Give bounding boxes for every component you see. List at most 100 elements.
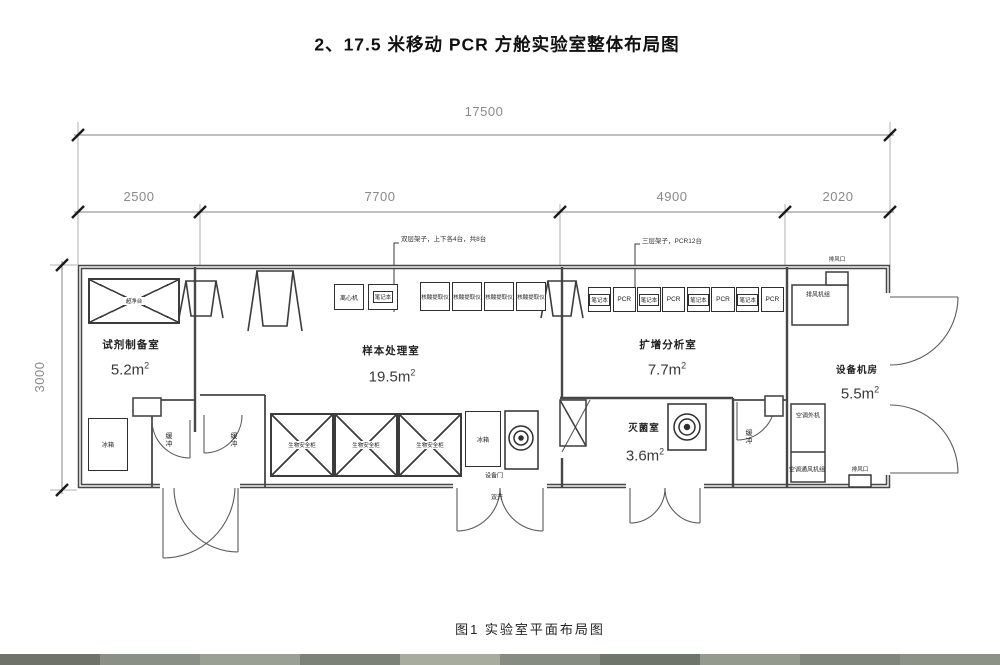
fridge-label: 冰箱 [101,443,114,449]
extractor-label: 核酸提取仪 [453,294,481,301]
room-equipment-area-sup: 2 [874,384,880,395]
centrifuge-box: 离心机 [334,284,364,310]
laptop-label: 笔记本 [688,293,709,306]
centrifuge-box-label: 离心机 [339,295,358,302]
extractor-label: 核酸提取仪 [485,294,513,301]
room-equipment-area: 5.5m2 [840,384,880,403]
autoclave-icon [667,403,707,451]
door-swings [151,296,959,559]
room-reagent-area: 5.2m2 [111,360,150,379]
bio-cabinet-icon: 生物安全柜 [398,413,462,477]
centrifuge-icon [504,410,539,470]
room-amplification-area-sup: 2 [681,360,687,371]
laptop-box: 笔记本 [637,287,661,312]
clean-bench-icon: 超净台 [88,278,180,324]
pcr-box: PCR [662,287,686,312]
laptop-box: 笔记本 [588,287,612,312]
laptop-label: 笔记本 [737,293,758,306]
bio-cabinet-icon: 生物安全柜 [270,413,334,477]
annotation-rack: 双层架子，上下各4台，共8台 [401,236,487,243]
ac-outdoor-label: 空调外机 [795,413,821,420]
pcr-box: PCR [760,287,784,312]
fridge-box: 冰箱 [88,418,128,471]
pcr-label: PCR [666,296,681,303]
room-amplification-area-value: 7.7m [647,361,682,379]
extractor-box: 核酸提取仪 [516,282,546,311]
ac-vent-label: 空调通风机组 [788,467,826,474]
room-reagent-name: 试剂制备室 [102,339,160,352]
footer-strip-segment [900,654,1000,665]
hvac-outlines [790,271,872,488]
laptop-label: 笔记本 [638,293,660,306]
buffer-label: 缓冲 [165,432,172,448]
room-equipment-name: 设备机房 [835,364,879,376]
bio-cabinet-row: 生物安全柜 生物安全柜 生物安全柜 [270,413,462,477]
bio-cabinet-label: 生物安全柜 [414,441,446,449]
laptop-box: 笔记本 [736,287,760,312]
footer-strip [0,654,1000,665]
footer-strip-segment [100,654,200,665]
door-frames [132,395,784,417]
room-sample-area-value: 19.5m [368,368,411,386]
sterilization-bench-icon [559,399,587,447]
dim-seg4: 2020 [822,188,854,204]
footer-strip-segment [700,654,800,665]
room-sterilization-name: 灭菌室 [628,422,660,434]
footer-strip-segment [0,654,100,665]
fridge-box: 冰箱 [465,411,501,467]
extractor-label: 核酸提取仪 [421,294,449,301]
exhaust-unit-label: 排风机组 [805,292,831,299]
vent-top-label: 排风口 [828,256,846,263]
cabin-walls [77,264,894,492]
pass-window-icon [178,280,584,319]
room-sterilization-area-sup: 2 [659,446,665,457]
figure-caption: 图1 实验室平面布局图 [455,621,605,637]
footer-strip-segment [400,654,500,665]
dim-total: 17500 [464,103,504,119]
pcr-row: 笔记本 PCR 笔记本 PCR 笔记本 PCR 笔记本 PCR [588,287,784,312]
pcr-label: PCR [716,296,730,303]
annotation-pcr: 三层架子，PCR12台 [642,238,702,245]
dim-seg2: 7700 [364,188,396,204]
footer-strip-segment [500,654,600,665]
room-sample-area-sup: 2 [410,367,416,378]
dim-seg3: 4900 [656,188,688,204]
laptop-label: 笔记本 [589,293,610,306]
clean-bench-label: 超净台 [123,297,145,305]
extension-lines [50,122,891,491]
stool-icon [247,270,303,332]
buffer-label: 缓冲 [230,432,237,448]
extractor-box: 核酸提取仪 [452,282,482,311]
room-reagent-area-sup: 2 [144,360,150,371]
buffer-label: 缓冲 [745,429,752,445]
pcr-box: PCR [711,287,735,312]
pcr-label: PCR [617,296,632,303]
room-sample-area: 19.5m2 [368,367,416,386]
footer-strip-segment [200,654,300,665]
room-amplification-name: 扩增分析室 [639,339,697,352]
room-equipment-area-value: 5.5m [840,385,875,403]
fridge-label: 冰箱 [476,437,489,444]
laptop-box: 笔记本 [686,287,710,312]
equipment-door-label: 设备门 [484,473,504,480]
laptop-box-label: 笔记本 [372,291,394,303]
footer-strip-segment [600,654,700,665]
dimension-lines [61,134,894,494]
extractor-row: 核酸提取仪 核酸提取仪 核酸提取仪 核酸提取仪 [420,282,546,311]
page-title: 2、17.5 米移动 PCR 方舱实验室整体布局图 [314,34,680,55]
footer-strip-segment [800,654,900,665]
pcr-label: PCR [765,296,780,303]
room-sterilization-area-value: 3.6m [625,447,660,465]
bio-cabinet-icon: 生物安全柜 [334,413,398,477]
dim-seg1: 2500 [123,188,155,204]
room-amplification-area: 7.7m2 [647,360,687,379]
extractor-box: 核酸提取仪 [484,282,514,311]
room-sterilization-area: 3.6m2 [625,446,665,465]
pcr-box: PCR [612,287,636,312]
room-sample-name: 样本处理室 [362,345,420,358]
bio-cabinet-label: 生物安全柜 [350,441,382,449]
footer-strip-segment [300,654,400,665]
dimension-ticks [55,128,897,497]
